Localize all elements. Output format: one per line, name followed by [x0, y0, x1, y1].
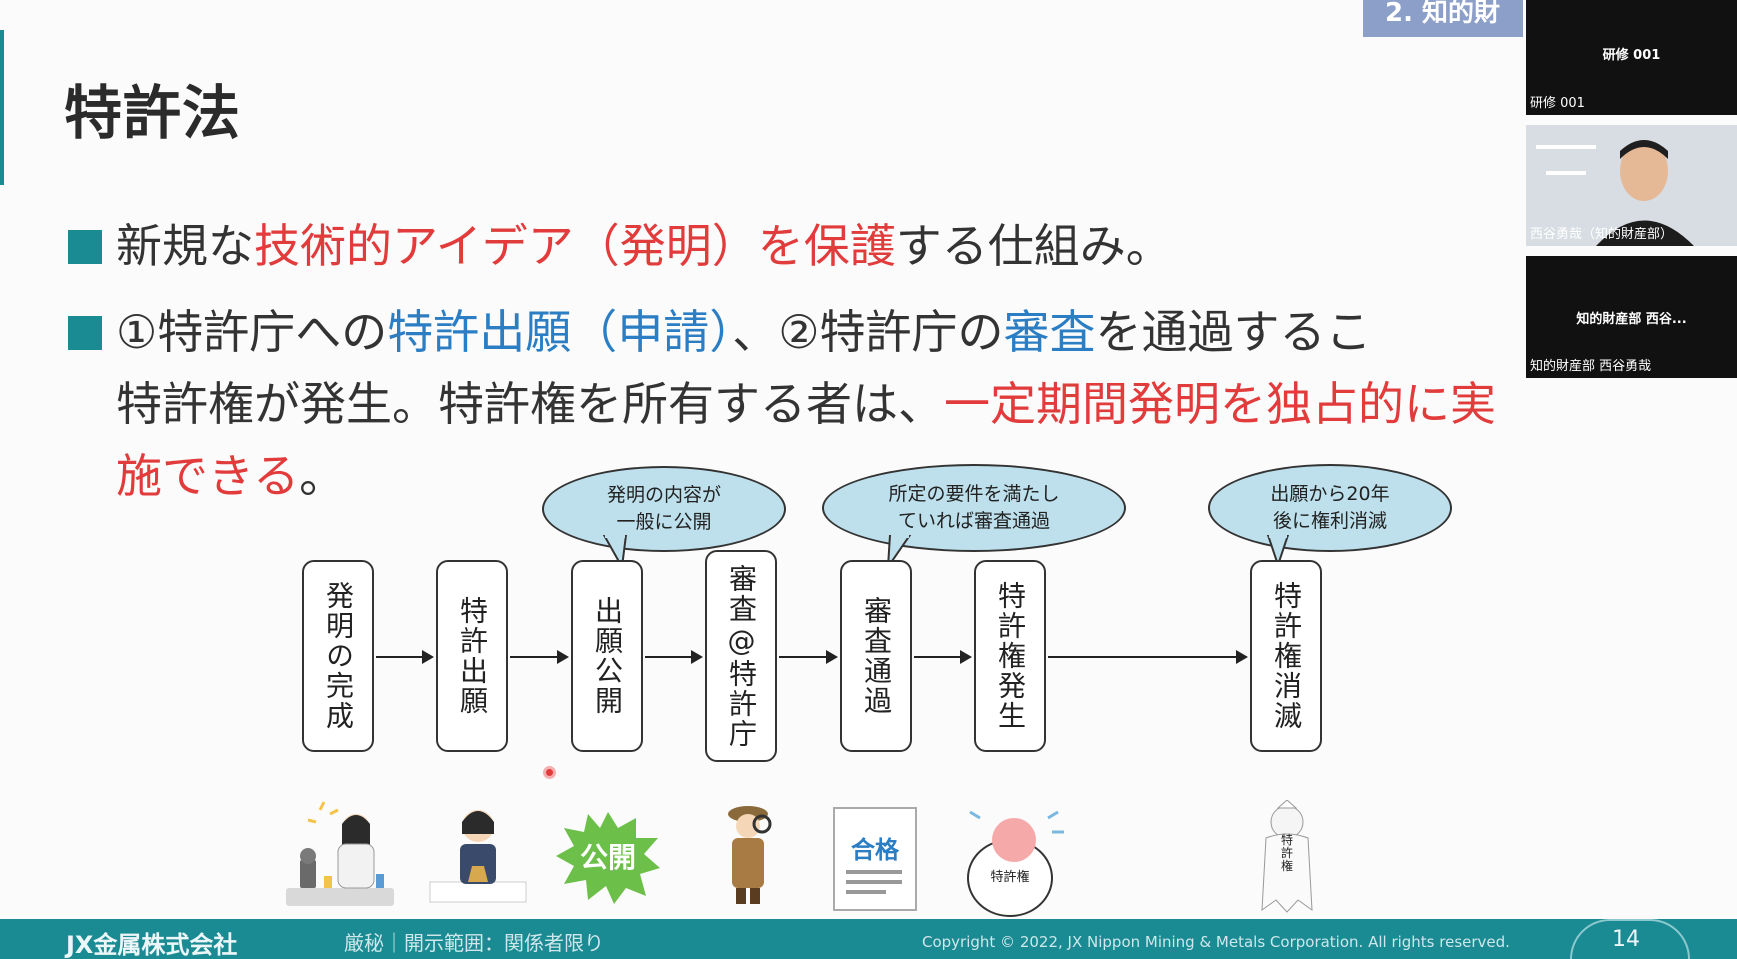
participant-name-center: 知的財産部 西谷... — [1576, 312, 1687, 327]
flow-arrow — [779, 650, 838, 664]
slide-footer: JX金属株式会社 厳秘｜開示範囲：関係者限り Copyright © 2022,… — [0, 919, 1737, 959]
bullet-2-application: 特許出願（申請） — [387, 305, 733, 359]
bullet-2-examination: 審査 — [1003, 305, 1096, 359]
section-tag: 2. 知的財 — [1363, 0, 1523, 37]
participant-label: 研修 001 — [1530, 96, 1585, 111]
participant-tile[interactable]: 研修 001 研修 001 — [1526, 0, 1737, 115]
bubble-publication: 発明の内容が一般に公開 — [542, 466, 786, 552]
bullet-2-text-b: 、②特許庁の — [732, 305, 1004, 359]
bubble-line: 発明の内容が — [606, 484, 721, 506]
copyright-text: Copyright © 2022, JX Nippon Mining & Met… — [922, 933, 1510, 951]
bullet-2-cont: 特許権が発生。特許権を所有する者は、一定期間発明を独占的に実 — [68, 368, 1668, 440]
flow-arrow — [376, 650, 434, 664]
bullet-2-exclusive: 一定期間発明を独占的に実 — [944, 377, 1496, 431]
bullet-1-tail: する仕組み。 — [895, 219, 1172, 273]
participant-label: 西谷勇哉（知的財産部） — [1530, 227, 1674, 242]
bubble-tail — [1266, 535, 1290, 569]
publication-label: 公開 — [579, 841, 636, 874]
certificate-label: 合格 — [851, 836, 899, 864]
bullet-2-text-a: ①特許庁への — [116, 305, 388, 359]
applicant-illustration — [429, 810, 527, 903]
flow-node-application: 特許出願 — [436, 560, 508, 752]
bullet-1-text: 新規な — [116, 219, 254, 273]
bullet-2-exclusive-tail: 施できる — [116, 449, 300, 503]
bubble-line: ていれば審査通過 — [897, 510, 1050, 532]
flow-arrow — [645, 650, 703, 664]
baby-illustration — [967, 810, 1064, 917]
laser-pointer-dot — [543, 766, 556, 779]
flow-node-examination: 審査@特許庁 — [705, 550, 777, 762]
slide-title: 特許法 — [64, 79, 242, 147]
flow-node-grant: 特許権発生 — [974, 560, 1046, 752]
participant-tile[interactable]: 知的財産部 西谷... 知的財産部 西谷勇哉 — [1526, 256, 1737, 378]
flow-node-approval: 審査通過 — [840, 560, 912, 752]
bullet-2-text-c: を通過するこ — [1095, 305, 1372, 359]
flow-arrow — [914, 650, 972, 664]
ghost-label: 特許権 — [1280, 833, 1293, 873]
certificate-illustration — [833, 807, 917, 911]
bubble-line: 一般に公開 — [616, 511, 712, 533]
flow-arrow — [510, 650, 569, 664]
company-logo: JX金属株式会社 — [66, 931, 238, 959]
bubble-tail — [602, 535, 628, 571]
bullet-2-text-d: 特許権が発生。特許権を所有する者は、 — [116, 377, 944, 431]
bullet-2: ①特許庁への特許出願（申請）、②特許庁の審査を通過するこ 特許権が発生。特許権を… — [68, 296, 1668, 512]
bubble-expiration: 出願から20年後に権利消滅 — [1208, 464, 1452, 552]
flow-node-invention: 発明の完成 — [302, 560, 374, 752]
page-number: 14 — [1612, 927, 1640, 952]
ghost-illustration — [1261, 800, 1313, 913]
flow-node-publication: 出願公開 — [571, 560, 643, 752]
bullet-2-cont2: 施できる。 — [68, 440, 1668, 512]
participant-video-tile[interactable]: 西谷勇哉（知的財産部） — [1526, 125, 1737, 246]
participant-label: 知的財産部 西谷勇哉 — [1530, 359, 1652, 374]
participant-name-center: 研修 001 — [1602, 48, 1661, 63]
bubble-line: 出願から20年 — [1270, 483, 1390, 505]
baby-label: 特許権 — [990, 870, 1030, 885]
flow-arrow — [1048, 650, 1248, 664]
speaker-video — [1526, 125, 1737, 246]
flow-node-expiration: 特許権消滅 — [1250, 560, 1322, 752]
bubble-line: 所定の要件を満たし — [888, 483, 1060, 505]
bullet-square-icon — [68, 316, 102, 350]
bubble-line: 後に権利消滅 — [1272, 510, 1387, 532]
bullet-square-icon — [68, 230, 102, 264]
bubble-tail — [886, 535, 912, 571]
scientist-illustration — [286, 801, 394, 906]
bubble-examination: 所定の要件を満たしていれば審査通過 — [822, 464, 1126, 552]
detective-illustration — [728, 806, 772, 904]
bullet-1: 新規な技術的アイデア（発明）を保護する仕組み。 — [68, 210, 1668, 282]
bullet-1-emphasis: 技術的アイデア（発明）を保護 — [254, 219, 896, 273]
publication-burst-illustration — [556, 812, 660, 904]
confidentiality-note: 厳秘｜開示範囲：関係者限り — [344, 931, 604, 955]
left-accent-bar — [0, 30, 4, 185]
bullet-2-period: 。 — [299, 449, 346, 503]
